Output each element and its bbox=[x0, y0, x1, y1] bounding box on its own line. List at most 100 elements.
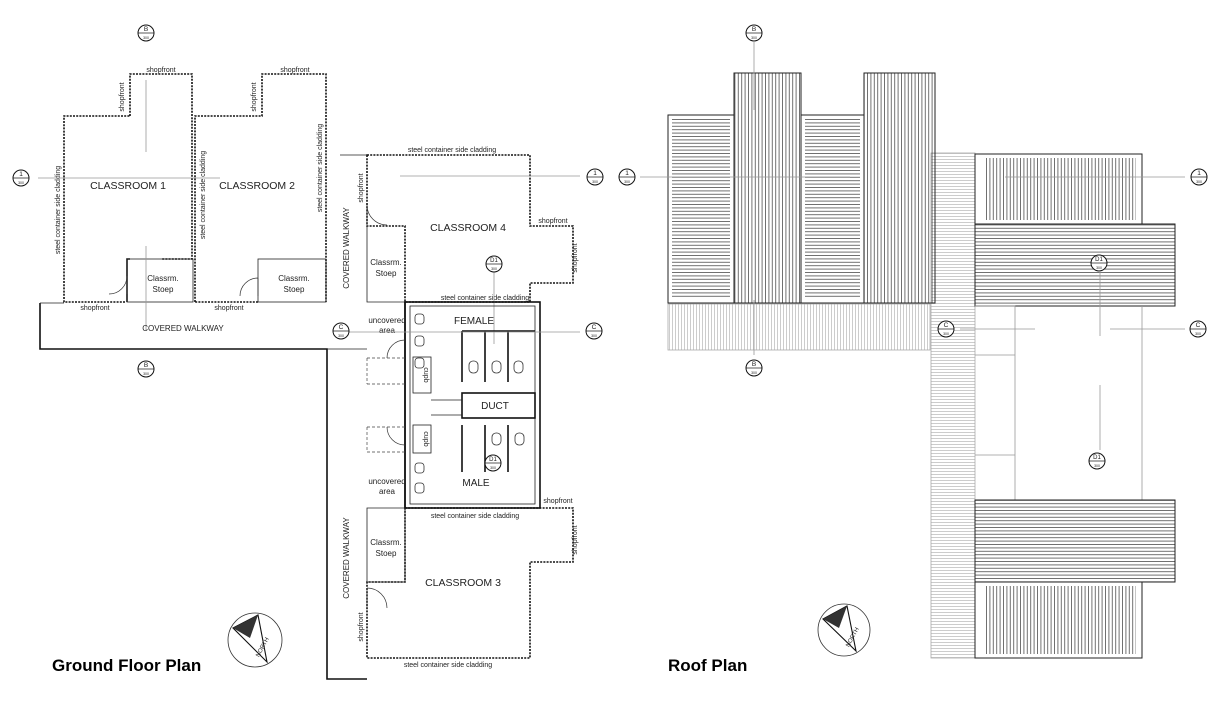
svg-text:D1: D1 bbox=[1093, 455, 1101, 461]
svg-text:shopfront: shopfront bbox=[119, 82, 126, 111]
svg-text:300: 300 bbox=[1096, 266, 1102, 270]
roof-classroom-3-north bbox=[974, 499, 1176, 583]
svg-text:steel container side cladding: steel container side cladding bbox=[404, 662, 492, 669]
roof-plan: B 300 B 300 1 300 1 300 C 300 bbox=[618, 24, 1208, 675]
svg-text:300: 300 bbox=[338, 334, 344, 338]
covered-walkway-outline bbox=[39, 303, 367, 680]
svg-text:300: 300 bbox=[1094, 464, 1100, 468]
svg-text:shopfront: shopfront bbox=[572, 243, 579, 272]
svg-text:NORTH: NORTH bbox=[845, 627, 860, 649]
svg-text:Stoep: Stoep bbox=[284, 285, 305, 294]
svg-text:300: 300 bbox=[491, 267, 497, 271]
svg-text:Stoep: Stoep bbox=[376, 269, 397, 278]
north-arrow-ground: NORTH bbox=[227, 612, 283, 668]
roof-classroom-4-north bbox=[986, 158, 1136, 220]
uncovered-area-label: uncovered bbox=[368, 316, 405, 325]
classroom-2-walls bbox=[194, 73, 327, 303]
svg-text:shopfront: shopfront bbox=[572, 525, 579, 554]
section-marker-c-left: C 300 bbox=[332, 322, 350, 340]
svg-text:steel container side cladding: steel container side cladding bbox=[431, 513, 519, 520]
north-arrow-roof: NORTH bbox=[817, 603, 871, 657]
roof-section-marker-1-left: 1 300 bbox=[618, 168, 636, 186]
section-marker-c-right: C 300 bbox=[585, 322, 603, 340]
svg-text:C: C bbox=[339, 324, 344, 331]
svg-text:B: B bbox=[752, 361, 756, 368]
svg-text:D1: D1 bbox=[490, 258, 498, 264]
svg-text:300: 300 bbox=[943, 332, 949, 336]
roof-classroom-4-south bbox=[974, 223, 1176, 307]
section-marker-d1-upper: D1 300 bbox=[485, 255, 503, 273]
classroom-1-stoep-label: Classrm. bbox=[147, 274, 179, 283]
svg-text:shopfront: shopfront bbox=[251, 82, 258, 111]
svg-text:300: 300 bbox=[624, 180, 630, 184]
svg-text:Classrm.: Classrm. bbox=[370, 258, 402, 267]
svg-text:area: area bbox=[379, 326, 396, 335]
cupboard-upper bbox=[412, 356, 432, 394]
svg-text:Stoep: Stoep bbox=[376, 549, 397, 558]
svg-text:shopfront: shopfront bbox=[538, 218, 567, 225]
classroom-3-label: CLASSROOM 3 bbox=[425, 577, 501, 589]
svg-text:300: 300 bbox=[143, 36, 149, 40]
svg-text:cupb: cupb bbox=[422, 431, 429, 446]
svg-text:shopfront: shopfront bbox=[543, 498, 572, 505]
cladding-label: steel container side cladding bbox=[55, 166, 62, 254]
svg-text:Classrm.: Classrm. bbox=[278, 274, 310, 283]
section-marker-b-bottom: B 300 bbox=[137, 360, 155, 378]
classroom-1-label: CLASSROOM 1 bbox=[90, 180, 166, 192]
section-marker-d1-lower: D1 300 bbox=[484, 454, 502, 472]
svg-text:Stoep: Stoep bbox=[153, 285, 174, 294]
roof-plan-title: Roof Plan bbox=[668, 656, 747, 675]
cupboard-lower bbox=[412, 424, 432, 454]
svg-text:1: 1 bbox=[625, 170, 629, 177]
svg-text:300: 300 bbox=[143, 372, 149, 376]
svg-text:shopfront: shopfront bbox=[80, 305, 109, 312]
svg-text:B: B bbox=[144, 362, 148, 369]
svg-text:B: B bbox=[144, 26, 148, 33]
walkway-roof-horizontal bbox=[667, 303, 931, 351]
male-label: MALE bbox=[462, 478, 490, 489]
ground-floor-plan-title: Ground Floor Plan bbox=[52, 656, 201, 675]
svg-text:300: 300 bbox=[751, 371, 757, 375]
svg-text:C: C bbox=[1196, 322, 1201, 329]
svg-text:uncovered: uncovered bbox=[368, 477, 405, 486]
svg-text:NORTH: NORTH bbox=[255, 637, 270, 659]
roof-classroom-2-west bbox=[805, 119, 860, 299]
section-marker-b-top: B 300 bbox=[137, 24, 155, 42]
roof-section-marker-d1-lower: D1 300 bbox=[1088, 452, 1106, 470]
svg-text:300: 300 bbox=[591, 334, 597, 338]
svg-text:300: 300 bbox=[592, 180, 598, 184]
roof-section-marker-1-right: 1 300 bbox=[1190, 168, 1208, 186]
svg-text:COVERED WALKWAY: COVERED WALKWAY bbox=[342, 517, 351, 599]
svg-text:300: 300 bbox=[751, 36, 757, 40]
classroom-2-label: CLASSROOM 2 bbox=[219, 180, 295, 192]
roof-section-marker-b-bottom: B 300 bbox=[745, 359, 763, 377]
duct bbox=[461, 392, 536, 419]
svg-text:shopfront: shopfront bbox=[280, 67, 309, 74]
roof-section-marker-d1-upper: D1 300 bbox=[1090, 254, 1108, 272]
svg-text:steel container side cladding: steel container side cladding bbox=[441, 295, 529, 302]
classroom-4-walls bbox=[366, 154, 574, 303]
svg-text:300: 300 bbox=[490, 466, 496, 470]
svg-text:1: 1 bbox=[19, 171, 23, 178]
section-marker-1-left: 1 300 bbox=[12, 169, 30, 187]
roof-section-marker-c-left: C 300 bbox=[937, 320, 955, 338]
roof-classroom-3-south bbox=[986, 586, 1136, 654]
walkway-roof-vertical bbox=[930, 152, 976, 659]
roof-section-marker-b-top: B 300 bbox=[745, 24, 763, 42]
svg-text:1: 1 bbox=[593, 170, 597, 177]
svg-text:300: 300 bbox=[1195, 332, 1201, 336]
svg-text:area: area bbox=[379, 487, 396, 496]
svg-text:C: C bbox=[592, 324, 597, 331]
svg-text:shopfront: shopfront bbox=[358, 612, 365, 641]
svg-text:shopfront: shopfront bbox=[358, 173, 365, 202]
svg-text:shopfront: shopfront bbox=[214, 305, 243, 312]
svg-text:D1: D1 bbox=[489, 457, 497, 463]
svg-text:300: 300 bbox=[1196, 180, 1202, 184]
svg-text:Classrm.: Classrm. bbox=[370, 538, 402, 547]
svg-text:steel container side cladding: steel container side cladding bbox=[200, 151, 207, 239]
duct-label: DUCT bbox=[481, 401, 509, 412]
roof-classroom-1-west bbox=[672, 119, 730, 299]
svg-text:COVERED WALKWAY: COVERED WALKWAY bbox=[342, 207, 351, 289]
covered-walkway-label: COVERED WALKWAY bbox=[142, 324, 224, 333]
